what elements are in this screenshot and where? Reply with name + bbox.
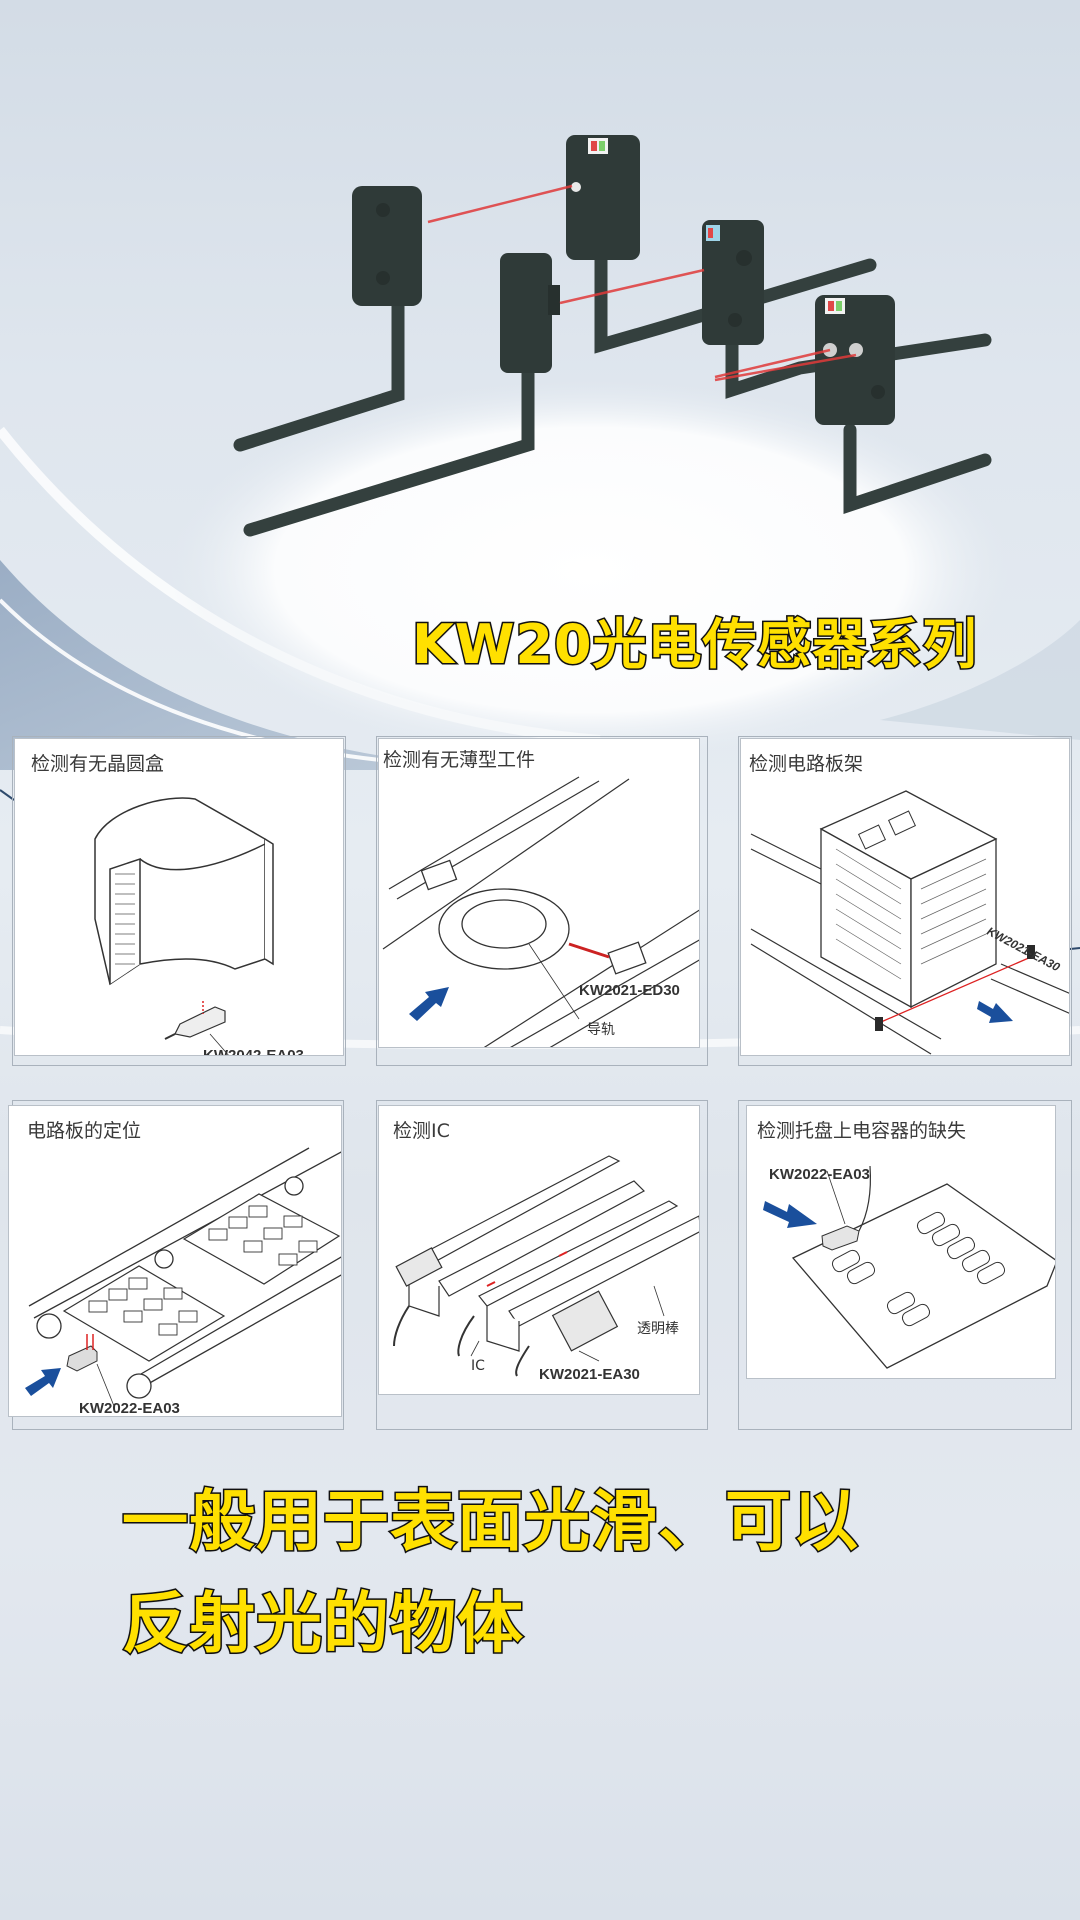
blue-arrow-icon: [25, 1368, 61, 1396]
guide-rail-label: 导轨: [587, 1022, 615, 1038]
product-series-title: KW20光电传感器系列: [411, 612, 979, 678]
panel-wafer-box: 检测有无晶圆盒 KW2042-EA03: [14, 738, 344, 1056]
panel-capacitor-tray: 检测托盘上电容器的缺失 KW2022-EA03: [746, 1105, 1056, 1379]
panel-thin-workpiece: 检测有无薄型工件 KW2021-ED30 导轨: [378, 738, 700, 1048]
panel-title: 检测IC: [393, 1120, 450, 1142]
sensor-model-label: KW2042-EA03: [203, 1047, 304, 1056]
sensor-model-label: KW2021-ED30: [579, 982, 680, 999]
capacitor-tray-illustration: [763, 1165, 1055, 1369]
subtitle-line-2: 反射光的物体: [121, 1584, 525, 1664]
blue-arrow-icon: [763, 1201, 817, 1228]
thin-workpiece-illustration: [382, 776, 699, 1047]
panel-pcb-positioning: 电路板的定位 KW2022-EA03: [8, 1105, 342, 1417]
panel-frame-6: [738, 1100, 1072, 1430]
blue-arrow-icon: [409, 987, 449, 1021]
sensor-model-label: KW2022-EA03: [79, 1400, 180, 1417]
blue-arrow-icon: [977, 1001, 1013, 1023]
wafer-box-illustration: [94, 797, 274, 1055]
panel-pcb-rack: 检测电路板架 KW2021-EA30: [740, 738, 1070, 1056]
transparent-rod-label: 透明棒: [637, 1321, 679, 1337]
panel-frame-2: [376, 736, 708, 1066]
sensor-model-label: KW2022-EA03: [769, 1166, 870, 1183]
panel-frame-3: [738, 736, 1072, 1066]
ic-label: IC: [471, 1358, 485, 1374]
sensor-model-label: KW2021-EA30: [539, 1366, 640, 1383]
subtitle-line-1: 一般用于表面光滑、可以: [121, 1482, 860, 1562]
pcb-rack-illustration: [750, 790, 1069, 1055]
panel-title: 检测有无薄型工件: [383, 749, 536, 771]
panel-title: 检测有无晶圆盒: [31, 753, 165, 775]
panel-frame-5: [376, 1100, 708, 1430]
panel-title: 检测电路板架: [749, 753, 864, 775]
ic-rail-illustration: [393, 1155, 699, 1377]
pcb-conveyor-illustration: [25, 1147, 341, 1407]
panel-frame-1: [12, 736, 346, 1066]
sensor-1: [352, 186, 422, 306]
panel-ic-detection: 检测IC 透明棒 IC KW2021-EA30: [378, 1105, 700, 1395]
panel-title: 电路板的定位: [27, 1120, 142, 1142]
panel-title: 检测托盘上电容器的缺失: [757, 1120, 967, 1142]
